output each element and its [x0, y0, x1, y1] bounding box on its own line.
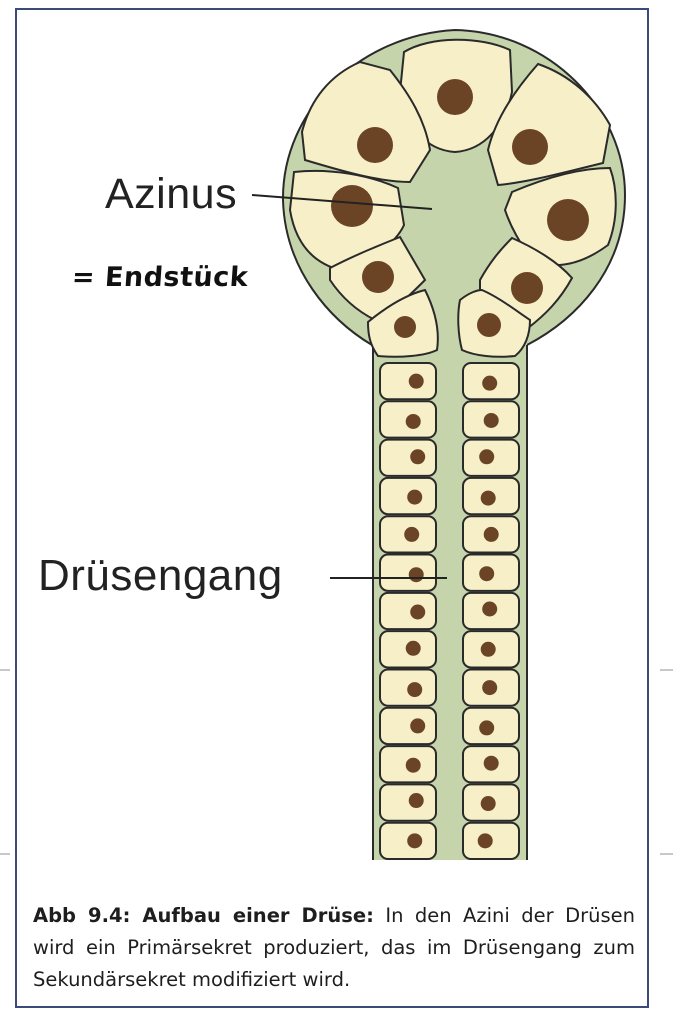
nucleus	[480, 796, 496, 812]
page-marker-left-upper	[0, 669, 10, 671]
handwritten-annotation: = Endstück	[70, 262, 250, 293]
azinus-label: Azinus	[105, 170, 238, 218]
nucleus	[477, 833, 493, 849]
duct-cells	[379, 362, 520, 861]
nucleus	[408, 793, 424, 809]
nucleus	[437, 79, 473, 115]
nucleus	[477, 313, 501, 337]
nucleus	[407, 682, 423, 698]
acinus-cell	[457, 288, 532, 358]
nucleus	[394, 316, 416, 338]
nucleus	[480, 490, 496, 506]
page-marker-right-upper	[660, 669, 673, 671]
nucleus	[410, 449, 426, 465]
nucleus	[547, 199, 589, 241]
nucleus	[408, 373, 424, 389]
nucleus	[357, 127, 393, 163]
nucleus	[479, 449, 495, 465]
nucleus	[407, 489, 423, 505]
nucleus	[405, 757, 421, 773]
duct-cell	[379, 591, 437, 631]
nucleus	[482, 680, 498, 696]
nucleus	[407, 833, 423, 849]
nucleus	[410, 604, 426, 620]
nucleus	[482, 375, 498, 391]
acinus-cell	[366, 288, 439, 358]
nucleus	[404, 526, 420, 542]
acinus-cell	[503, 166, 617, 267]
duct-cell	[379, 706, 437, 746]
nucleus	[331, 185, 373, 227]
duct-cell	[379, 362, 437, 401]
nucleus	[483, 755, 499, 771]
nucleus	[362, 261, 394, 293]
nucleus	[410, 718, 426, 734]
druesengang-label: Drüsengang	[38, 551, 283, 600]
acinus-cell	[486, 62, 612, 187]
caption-title: Abb 9.4: Aufbau einer Drüse:	[33, 904, 374, 927]
page-marker-left-lower	[0, 853, 10, 855]
nucleus	[512, 129, 548, 165]
nucleus	[482, 601, 498, 617]
duct-cell	[379, 438, 437, 477]
nucleus	[479, 566, 495, 582]
nucleus	[483, 526, 499, 542]
acinus-cell	[398, 38, 514, 154]
acinus-cell	[288, 169, 406, 272]
nucleus	[405, 413, 421, 429]
nucleus	[483, 412, 499, 428]
nucleus	[480, 641, 496, 657]
nucleus	[408, 567, 424, 583]
azinus-pointer	[251, 194, 433, 210]
page-marker-right-lower	[660, 853, 673, 855]
caption-text: In den Azini der Drüsen wird ein Primärs…	[33, 904, 636, 991]
nucleus	[511, 272, 543, 304]
acinus-cells	[288, 38, 617, 358]
figure-caption: Abb 9.4: Aufbau einer Drüse: In den Azin…	[33, 900, 635, 996]
duct-cell	[379, 553, 437, 592]
nucleus	[479, 720, 495, 736]
duct-cell	[379, 783, 437, 822]
nucleus	[405, 640, 421, 656]
